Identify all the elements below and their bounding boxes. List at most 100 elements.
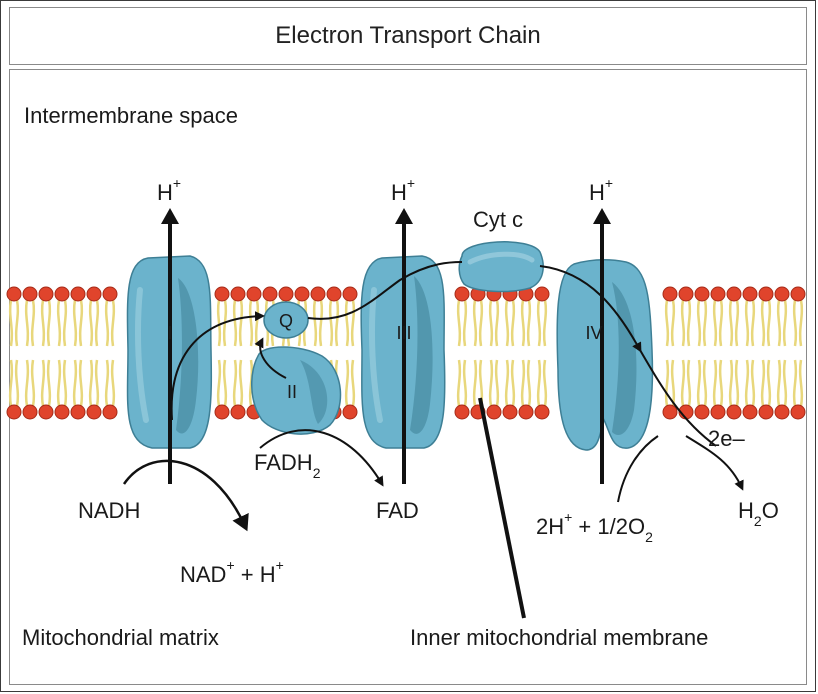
lipid-head	[6, 404, 22, 420]
lipid-head	[262, 286, 278, 302]
label-nadh: NADH	[78, 498, 140, 523]
lipid-head	[342, 286, 358, 302]
lipid-head	[6, 286, 22, 302]
lipid-tail	[94, 359, 100, 407]
lipid-tail	[766, 299, 772, 347]
lipid-tail	[328, 299, 334, 347]
lipid-tail	[664, 359, 670, 407]
lipid-tail	[782, 359, 788, 407]
lipid-head	[742, 404, 758, 420]
lipid-tail	[664, 299, 670, 347]
lipid-tail	[670, 299, 676, 347]
lipid-tail	[78, 359, 84, 407]
label-proton-iv: H+	[589, 175, 613, 205]
lipid-tail	[542, 359, 548, 407]
label-complex-iii: III	[396, 323, 411, 343]
lipid-tail	[680, 299, 686, 347]
lipid-head	[694, 286, 710, 302]
complex-ii	[251, 346, 342, 435]
lipid-head	[54, 286, 70, 302]
electron-paths	[122, 261, 744, 532]
lipid-head	[230, 404, 246, 420]
lipid-head	[246, 286, 262, 302]
lipid-head	[310, 286, 326, 302]
lipid-head	[758, 286, 774, 302]
diagram-panel	[9, 69, 807, 685]
lipid-tail	[744, 359, 750, 407]
lipid-tail	[8, 299, 14, 347]
lipid-head	[342, 404, 358, 420]
lipid-tail	[494, 299, 500, 347]
lipid-tail	[478, 299, 484, 347]
lipid-tail	[88, 299, 94, 347]
lipid-head	[742, 286, 758, 302]
lipid-tail	[350, 359, 356, 407]
lipid-tail	[526, 359, 532, 407]
lipid-tail	[222, 359, 228, 407]
label-proton-iii: H+	[391, 175, 415, 205]
lipid-head	[54, 404, 70, 420]
lipid-tail	[30, 359, 36, 407]
lipid-tail	[456, 359, 462, 407]
lipid-head	[726, 404, 742, 420]
cytochrome-c	[458, 241, 544, 293]
label-complex-i: I	[167, 323, 172, 343]
lipid-tail	[62, 359, 68, 407]
lipid-tail	[350, 299, 356, 347]
lipid-tail	[472, 299, 478, 347]
lipid-head	[38, 286, 54, 302]
lipid-head	[278, 286, 294, 302]
lipid-tail	[542, 299, 548, 347]
proton-arrows	[161, 208, 611, 484]
lipid-tail	[798, 359, 804, 407]
lipid-tail	[728, 299, 734, 347]
lipid-tail	[686, 299, 692, 347]
lipid-tail	[40, 299, 46, 347]
lipid-tail	[14, 299, 20, 347]
lipid-tail	[718, 359, 724, 407]
lipid-tail	[696, 299, 702, 347]
lipid-tail	[750, 299, 756, 347]
label-complex-iv: IV	[585, 323, 602, 343]
lipid-tail	[504, 359, 510, 407]
lipid-tail	[520, 359, 526, 407]
lipid-head	[774, 286, 790, 302]
lipid-tail	[312, 299, 318, 347]
lipid-tail	[104, 359, 110, 407]
label-oxygen-reaction: 2H+ + 1/2O2	[536, 509, 653, 545]
lipid-head	[758, 404, 774, 420]
label-q: Q	[279, 311, 293, 331]
lipid-head	[326, 286, 342, 302]
lipid-head	[230, 286, 246, 302]
lipid-head	[710, 286, 726, 302]
lipid-tail	[24, 359, 30, 407]
lipid-tail	[24, 299, 30, 347]
lipid-head	[790, 404, 806, 420]
lipid-head	[70, 404, 86, 420]
lipid-tail	[760, 299, 766, 347]
label-fadh2: FADH2	[254, 450, 321, 481]
lipid-tail	[238, 299, 244, 347]
label-electrons: 2e–	[708, 426, 745, 451]
lipid-head	[502, 404, 518, 420]
lipid-tail	[510, 359, 516, 407]
lipid-tail	[248, 299, 254, 347]
lipid-tail	[712, 299, 718, 347]
lipid-tail	[56, 299, 62, 347]
label-cyt-c: Cyt c	[473, 207, 523, 232]
lipid-tail	[744, 299, 750, 347]
lipid-head	[790, 286, 806, 302]
lipid-tail	[72, 359, 78, 407]
complex-iv	[556, 259, 654, 451]
lipid-tail	[504, 299, 510, 347]
lipid-tail	[456, 299, 462, 347]
lipid-tail	[78, 299, 84, 347]
lipid-head	[534, 286, 550, 302]
lipid-tail	[680, 359, 686, 407]
lipid-tail	[46, 359, 52, 407]
lipid-tail	[46, 299, 52, 347]
lipid-tail	[94, 299, 100, 347]
lipid-tail	[510, 299, 516, 347]
lipid-tail	[8, 359, 14, 407]
lipid-head	[22, 404, 38, 420]
